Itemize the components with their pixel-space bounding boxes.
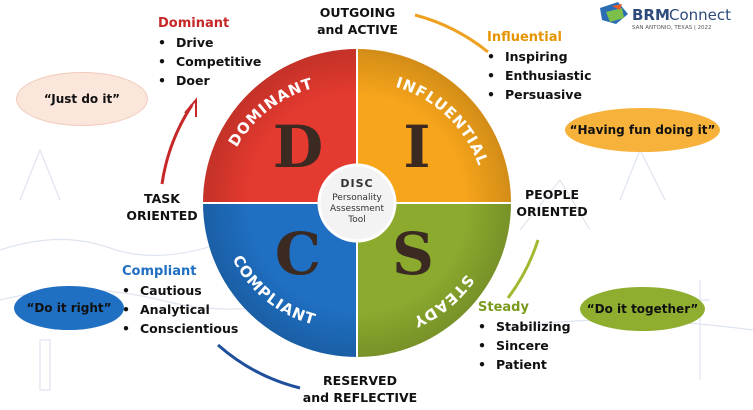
- trait: Conscientious: [122, 319, 238, 338]
- heading-steady: Steady: [478, 300, 529, 315]
- compliant-block: Compliant Cautious Analytical Conscienti…: [122, 264, 238, 338]
- heading-influential: Influential: [487, 30, 562, 45]
- quote-dominant: “Just do it”: [16, 72, 148, 126]
- arc-red-arrow: [184, 97, 197, 117]
- outer-arcs: [160, 13, 540, 390]
- steady-block: Steady Stabilizing Sincere Patient: [478, 300, 571, 374]
- trait: Drive: [158, 33, 261, 52]
- trait: Stabilizing: [478, 317, 571, 336]
- traits-compliant: Cautious Analytical Conscientious: [122, 281, 238, 338]
- trait: Doer: [158, 71, 261, 90]
- trait: Enthusiastic: [487, 66, 591, 85]
- trait: Analytical: [122, 300, 238, 319]
- center-line-2: Personality: [332, 193, 382, 203]
- letter-c: C: [275, 220, 321, 288]
- quote-compliant: “Do it right”: [14, 286, 124, 330]
- center-badge: DISC Personality Assessment Tool: [317, 163, 397, 243]
- arc-orange: [414, 13, 489, 54]
- center-line-3: Assessment: [330, 204, 384, 214]
- letter-s: S: [392, 220, 434, 288]
- trait: Persuasive: [487, 85, 591, 104]
- trait: Patient: [478, 355, 571, 374]
- heading-compliant: Compliant: [122, 264, 197, 279]
- dominant-block: Dominant Drive Competitive Doer: [158, 16, 261, 90]
- traits-influential: Inspiring Enthusiastic Persuasive: [487, 47, 591, 104]
- arc-red: [160, 104, 194, 185]
- letter-i: I: [403, 113, 430, 181]
- trait: Sincere: [478, 336, 571, 355]
- quote-steady: “Do it together”: [580, 287, 705, 331]
- trait: Inspiring: [487, 47, 591, 66]
- influential-block: Influential Inspiring Enthusiastic Persu…: [487, 30, 591, 104]
- logo-brand-suffix: Connect: [669, 6, 731, 24]
- logo-sub: SAN ANTONIO, TEXAS | 2022: [632, 25, 712, 31]
- heading-dominant: Dominant: [158, 16, 230, 31]
- arc-blue: [217, 343, 301, 390]
- logo-brand: BRM: [632, 6, 670, 24]
- letter-d: D: [273, 113, 323, 181]
- quote-influential: “Having fun doing it”: [565, 108, 720, 152]
- traits-steady: Stabilizing Sincere Patient: [478, 317, 571, 374]
- center-line-4: Tool: [347, 215, 365, 225]
- center-title: DISC: [340, 177, 373, 190]
- brm-connect-logo: BRM Connect SAN ANTONIO, TEXAS | 2022: [600, 2, 731, 31]
- arc-olive: [506, 239, 540, 299]
- trait: Cautious: [122, 281, 238, 300]
- trait: Competitive: [158, 52, 261, 71]
- traits-dominant: Drive Competitive Doer: [158, 33, 261, 90]
